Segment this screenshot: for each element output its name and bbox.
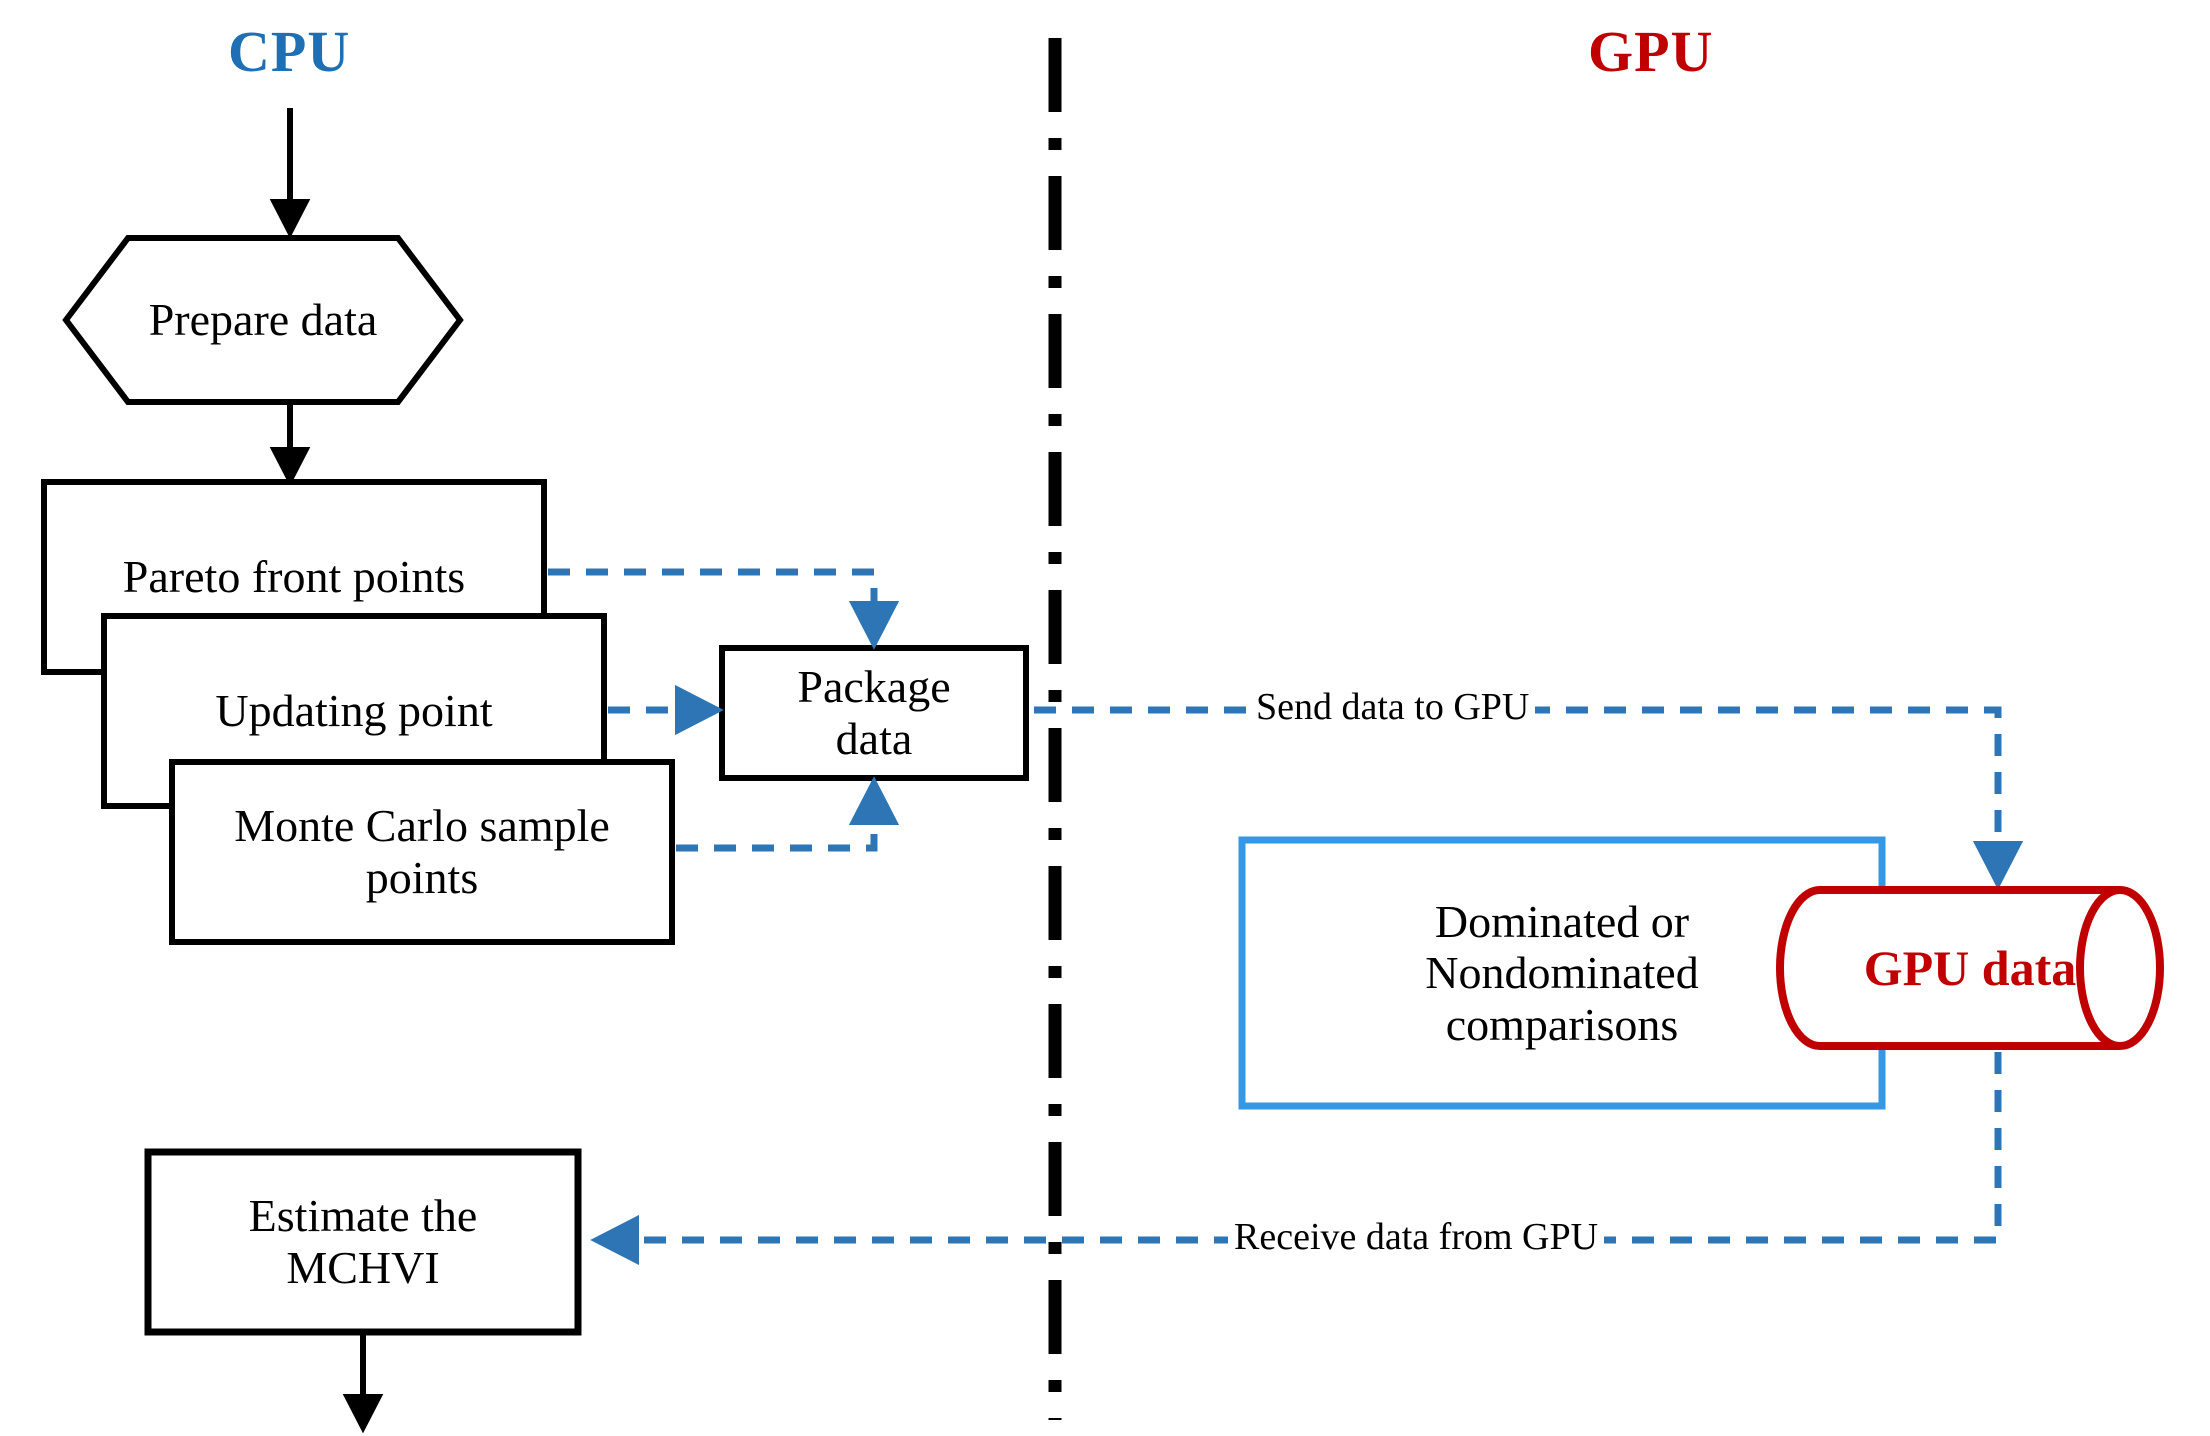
cpu-title: CPU	[228, 19, 351, 84]
gpu-title: GPU	[1588, 19, 1714, 84]
edge-montecarlo-to-package	[676, 776, 900, 852]
node-package-data[interactable]	[719, 645, 1029, 781]
node-gpu-data[interactable]	[1776, 886, 2164, 1050]
edge-label-send-data-to-gpu: Send data to GPU	[1250, 688, 1536, 726]
node-prepare-data[interactable]	[62, 235, 464, 405]
edge-label-receive-data-from-gpu: Receive data from GPU	[1228, 1218, 1605, 1256]
edge-pareto-to-package	[548, 568, 900, 650]
node-dominated-or-nondominated-comparisons[interactable]	[1238, 836, 1886, 1110]
edge-gpu-data-to-estimate	[590, 1052, 2002, 1266]
node-estimate-the-mchvi[interactable]	[144, 1148, 582, 1336]
node-monte-carlo-sample-points[interactable]	[169, 759, 675, 945]
